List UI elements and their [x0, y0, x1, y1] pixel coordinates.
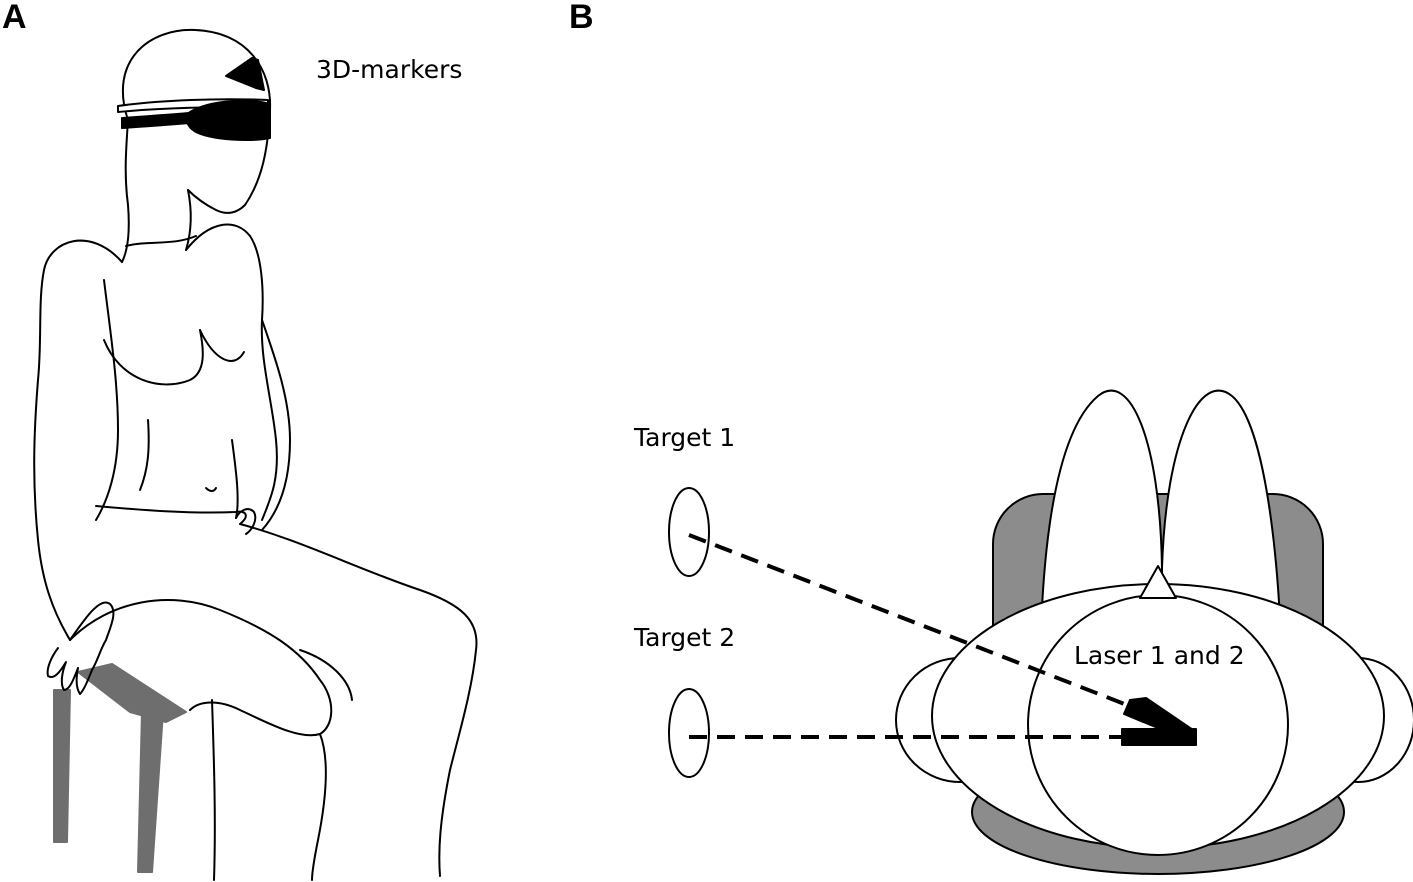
laser-2-device — [1121, 728, 1197, 746]
right-forearm — [231, 439, 239, 519]
shoulder-left — [33, 239, 123, 641]
chair — [53, 663, 187, 873]
3d-marker-icon-stem — [251, 57, 265, 91]
target-1-label: Target 1 — [634, 423, 736, 452]
target-2-label: Target 2 — [634, 623, 736, 652]
3d-markers-label: 3D-markers — [316, 55, 463, 84]
target-2-ellipse — [668, 688, 710, 778]
3d-marker-icon — [225, 57, 257, 89]
abdomen — [139, 419, 150, 491]
laser-label: Laser 1 and 2 — [1074, 641, 1245, 670]
chest-left — [103, 329, 204, 386]
lower-leg-front — [211, 699, 216, 881]
thigh — [69, 599, 333, 737]
nose-marker — [1139, 565, 1177, 599]
chair-front-leg — [137, 711, 164, 873]
right-arm — [261, 319, 291, 531]
panel-a-drawing — [33, 28, 478, 881]
panel-b-drawing — [668, 389, 1413, 875]
chest-right — [199, 329, 245, 362]
navel — [205, 487, 217, 492]
laser-1-beam — [688, 533, 1141, 712]
torso-side — [95, 279, 119, 521]
left-hand — [46, 601, 115, 695]
pants-top — [239, 523, 478, 877]
chair-back-leg — [53, 689, 71, 843]
blindfold — [185, 99, 271, 141]
waistline — [95, 505, 247, 525]
knee-shadow — [299, 649, 353, 701]
head-back — [121, 119, 130, 263]
panel-a-letter: A — [2, 0, 27, 36]
target-1-ellipse — [668, 487, 710, 577]
chair-seat — [77, 663, 187, 723]
calf — [311, 733, 327, 881]
neck — [185, 189, 192, 251]
right-hand — [235, 508, 257, 535]
panel-b-letter: B — [569, 0, 594, 36]
collarbone — [125, 235, 197, 247]
